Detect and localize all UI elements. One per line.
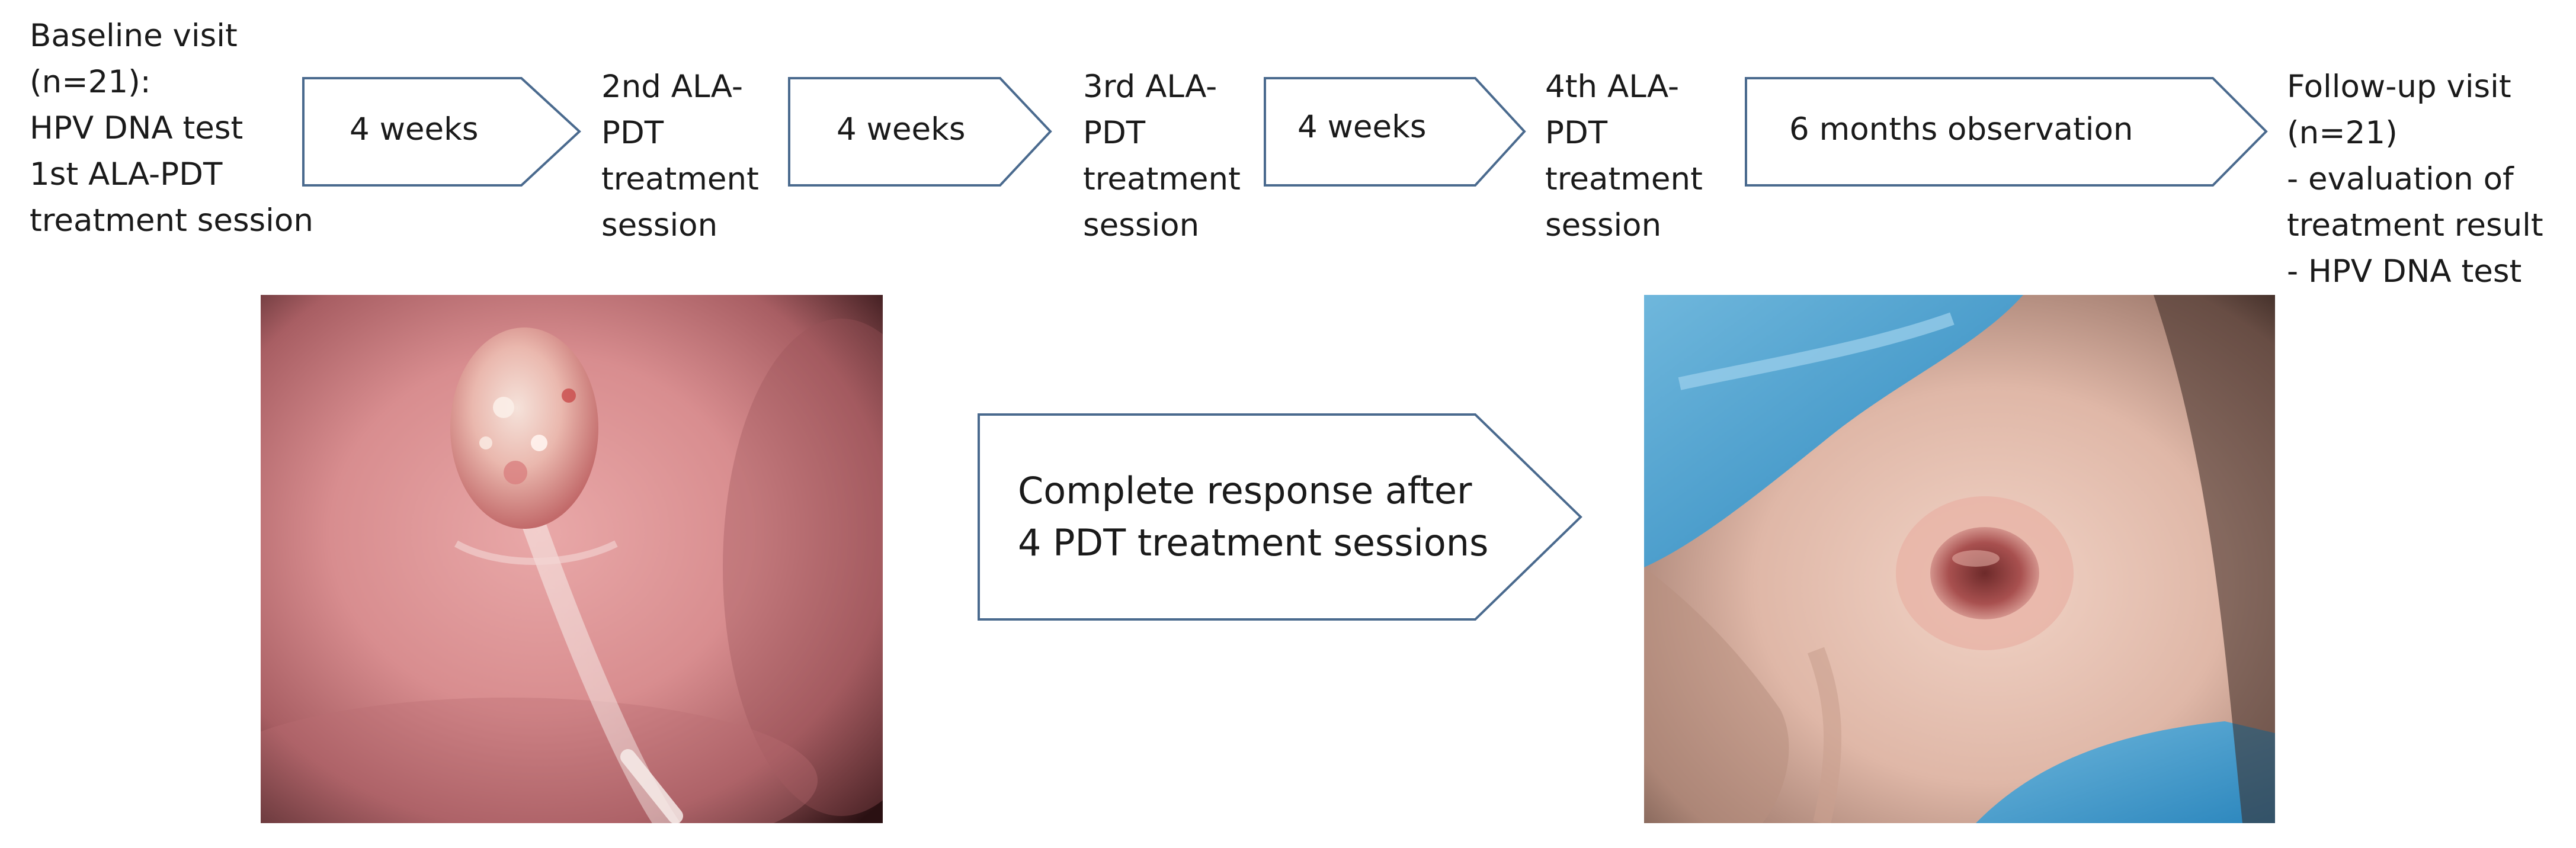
step-line: - evaluation of [2287,161,2514,197]
step-line: session [1083,207,1200,243]
step-line: (n=21): [30,64,151,100]
step-line: treatment result [2287,207,2543,243]
step-line: 2nd ALA- [601,69,744,105]
step-line: HPV DNA test [30,110,243,146]
step-line: 1st ALA-PDT [30,156,223,192]
result-arrow-shape [978,413,1582,621]
arrow-shape-2 [788,77,1052,187]
arrow-shape-4 [1745,77,2268,187]
step-line: treatment [601,161,759,197]
step-baseline-text: Baseline visit (n=21): HPV DNA test 1st … [30,13,313,244]
step-third-session-text: 3rd ALA- PDT treatment session [1083,64,1241,249]
result-arrow-label: Complete response after 4 PDT treatment … [1018,465,1488,569]
step-line: - HPV DNA test [2287,253,2522,290]
arrow-label-3: 4 weeks [1297,109,1427,145]
step-line: 4th ALA- [1545,69,1680,105]
step-line: Baseline visit [30,18,238,54]
after-treatment-photo [1644,295,2275,823]
step-line: treatment [1545,161,1703,197]
arrow-label-1: 4 weeks [350,111,479,147]
step-second-session-text: 2nd ALA- PDT treatment session [601,64,759,249]
step-line: (n=21) [2287,115,2398,151]
result-line: 4 PDT treatment sessions [1018,521,1489,564]
arrow-label-2: 4 weeks [837,111,966,147]
step-line: treatment [1083,161,1241,197]
step-line: treatment session [30,203,313,239]
step-line: PDT [1545,115,1608,151]
step-line: 3rd ALA- [1083,69,1217,105]
result-line: Complete response after [1018,469,1472,512]
before-treatment-photo [261,295,883,823]
arrow-label-4: 6 months observation [1789,111,2133,147]
step-line: session [1545,207,1662,243]
step-line: Follow-up visit [2287,69,2511,105]
arrow-shape-3 [1264,77,1526,187]
step-fourth-session-text: 4th ALA- PDT treatment session [1545,64,1703,249]
step-followup-text: Follow-up visit (n=21) - evaluation of t… [2287,64,2543,295]
step-line: session [601,207,718,243]
step-line: PDT [601,115,664,151]
arrow-shape-1 [302,77,581,187]
step-line: PDT [1083,115,1146,151]
